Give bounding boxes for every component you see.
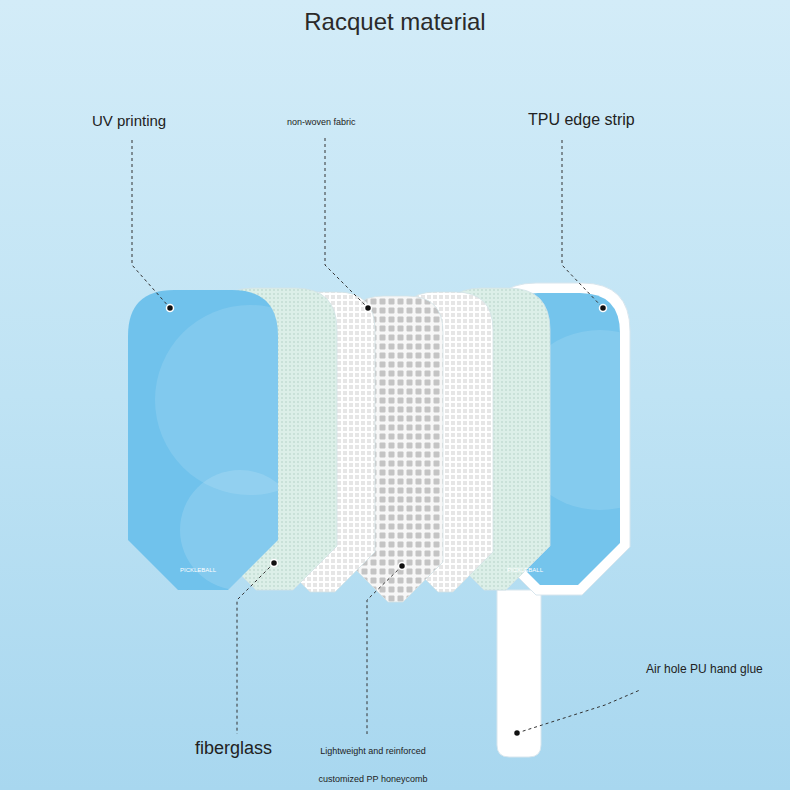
leader-dot <box>271 560 278 567</box>
leader-dot <box>365 305 372 312</box>
title: Racquet material <box>0 8 790 36</box>
leader-line <box>517 690 640 733</box>
part-label: PICKLEBALL <box>507 567 543 573</box>
leader-dot <box>600 305 607 312</box>
part-label: Lightweight and reinforced customized PP… <box>305 737 441 790</box>
leader-dot <box>514 730 521 737</box>
leader-dot <box>167 305 174 312</box>
leader-line <box>237 563 274 734</box>
part-label: non-woven fabric <box>287 117 356 127</box>
face-highlight <box>180 470 300 590</box>
part-label: TPU edge strip <box>528 111 635 129</box>
handle <box>497 590 541 757</box>
face-highlight <box>155 305 345 495</box>
leader-line <box>367 566 402 734</box>
part-label: fiberglass <box>195 738 272 759</box>
leader-line <box>325 138 368 308</box>
leader-line <box>562 140 603 308</box>
part-label: UV printing <box>92 112 166 129</box>
leader-dot <box>399 563 406 570</box>
part-label: PICKLEBALL <box>180 567 216 573</box>
part-label: Air hole PU hand glue <box>646 662 763 676</box>
leader-line <box>132 140 170 308</box>
